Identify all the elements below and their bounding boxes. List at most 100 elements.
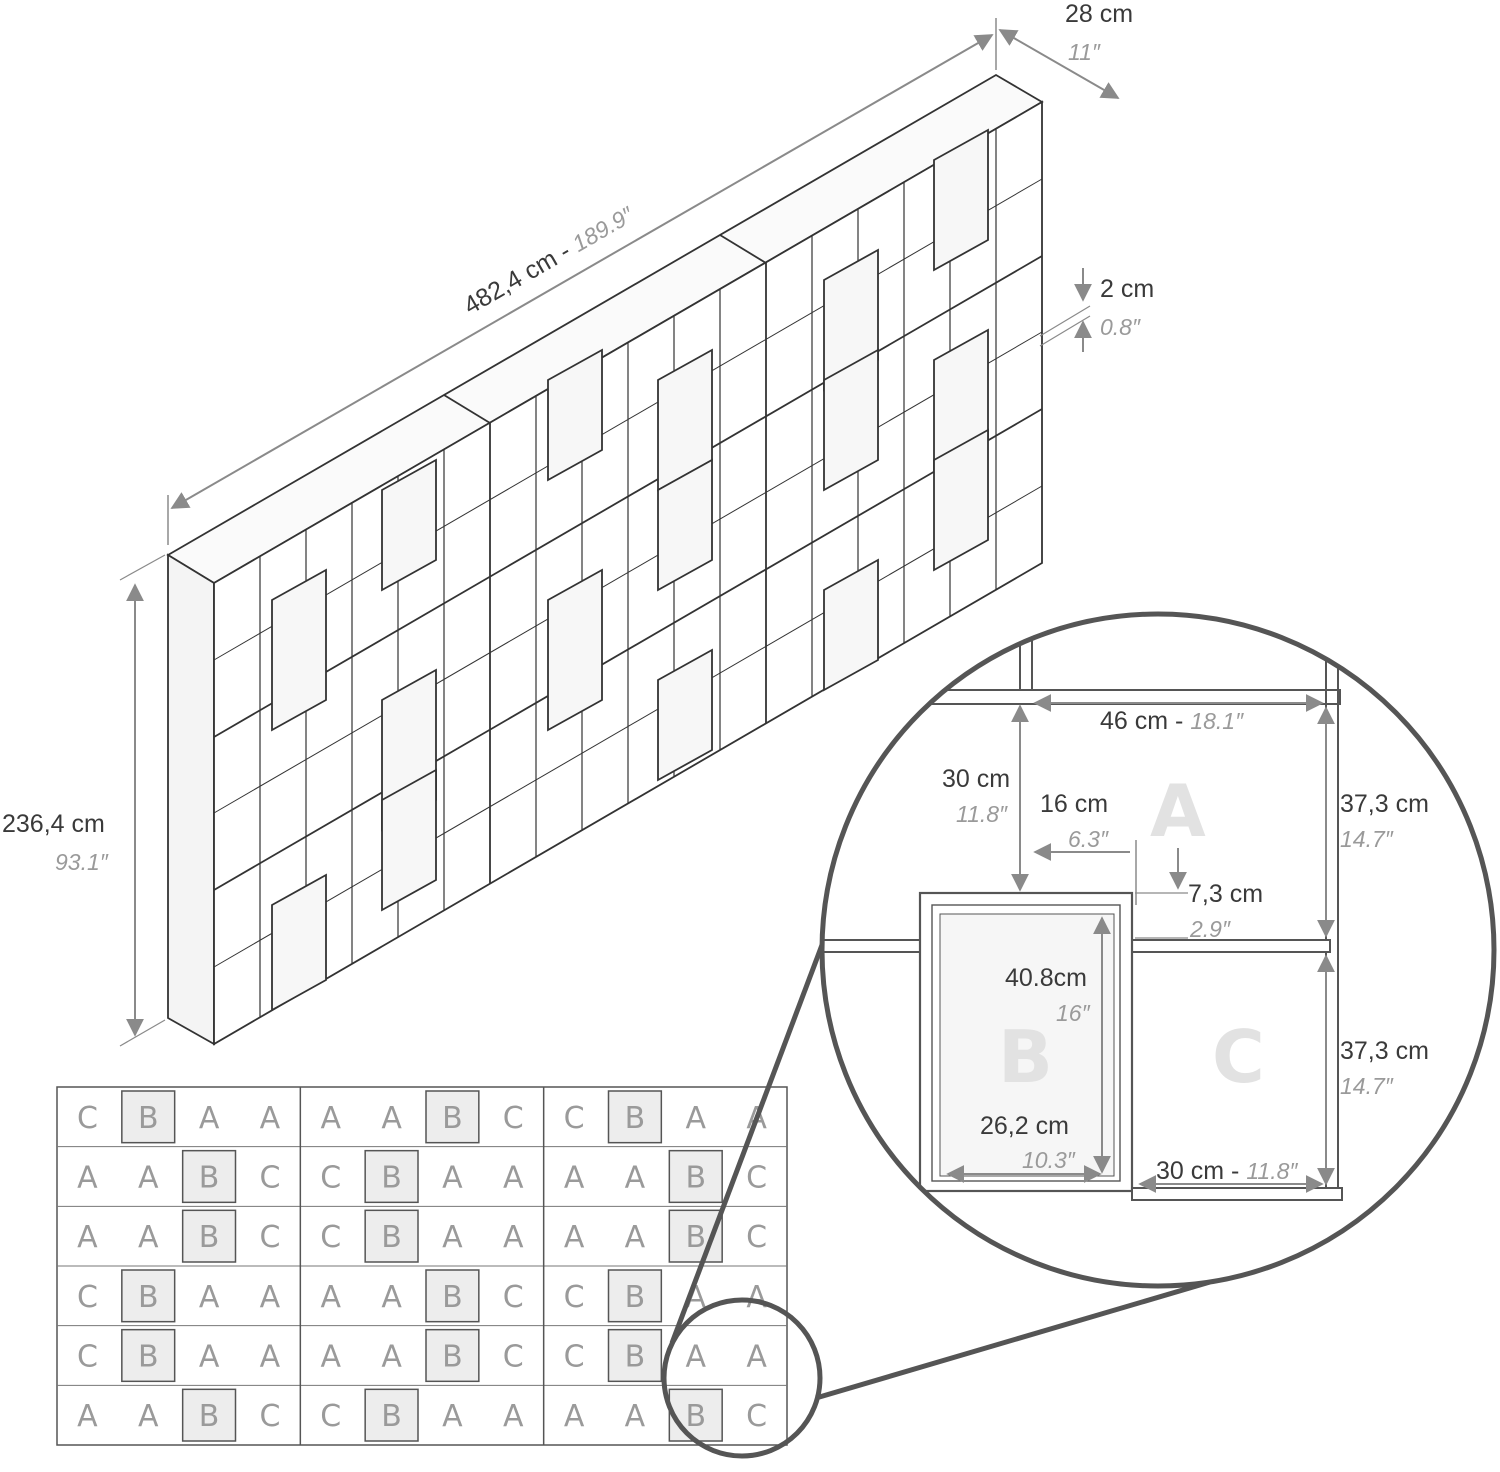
plan-cell-letter: C	[320, 1220, 341, 1255]
plan-cell-letter: C	[746, 1220, 767, 1255]
plan-cell-letter: A	[442, 1399, 463, 1434]
plan-cell-letter: A	[442, 1161, 463, 1196]
plan-cell-letter: A	[564, 1161, 585, 1196]
a-height-imperial: 11.8″	[956, 801, 1008, 827]
plan-b-box	[425, 1090, 480, 1144]
a-height-metric: 30 cm	[942, 765, 1010, 793]
plan-cell-letter: C	[77, 1280, 98, 1315]
b-width-imperial: 10.3″	[1022, 1147, 1076, 1173]
b-width-metric: 26,2 cm	[980, 1112, 1069, 1140]
plan-cell-letter: A	[746, 1340, 767, 1375]
plan-cell-letter: B	[442, 1101, 463, 1136]
plan-b-box	[121, 1090, 176, 1144]
plan-b-box	[668, 1149, 723, 1204]
plan-b-box	[668, 1388, 723, 1442]
thickness-metric: 2 cm	[1100, 275, 1154, 303]
plan-cell-letter: C	[746, 1399, 767, 1434]
depth-imperial: 11″	[1068, 39, 1101, 65]
b-offset-metric: 16 cm	[1040, 790, 1108, 818]
letter-b: B	[998, 1015, 1053, 1099]
thickness-imperial: 0.8″	[1100, 314, 1141, 340]
c-width-label: 30 cm - 11.8″	[1156, 1157, 1298, 1185]
zoom-connector	[661, 875, 1211, 1459]
plan-cell-letter: A	[260, 1340, 281, 1375]
plan-cell-letter: B	[625, 1101, 646, 1136]
plan-cell-letter: A	[625, 1220, 646, 1255]
plan-b-box	[425, 1328, 480, 1383]
plan-cell-letter: B	[442, 1340, 463, 1375]
lower-height-metric: 37,3 cm	[1340, 1037, 1429, 1065]
plan-cell-letter: A	[564, 1399, 585, 1434]
plan-cell-letter: B	[685, 1399, 706, 1434]
plan-cell-letter: A	[199, 1280, 220, 1315]
depth-dimension: 28 cm 11″	[998, 0, 1133, 99]
plan-cell-letter: B	[442, 1280, 463, 1315]
plan-cell-letter: C	[564, 1340, 585, 1375]
plan-cell-letter: C	[320, 1399, 341, 1434]
plan-cell-letter: C	[259, 1399, 280, 1434]
plan-cell-letter: B	[138, 1101, 159, 1136]
plan-cell-letter: A	[320, 1340, 341, 1375]
plan-cell-letter: A	[442, 1220, 463, 1255]
plan-cell-letter: C	[320, 1161, 341, 1196]
plan-cell-letter: A	[77, 1220, 98, 1255]
plan-cell-letter: A	[503, 1220, 524, 1255]
plan-cell-letter: A	[320, 1280, 341, 1315]
plan-cell-letter: A	[381, 1340, 402, 1375]
upper-height-imperial: 14.7″	[1340, 826, 1394, 852]
plan-cell-letter: A	[77, 1161, 98, 1196]
plan-cell-letter: B	[138, 1340, 159, 1375]
plan-b-box	[425, 1269, 480, 1323]
plan-cell-letter: C	[503, 1340, 524, 1375]
plan-cell-letter: C	[259, 1161, 280, 1196]
plan-cell-letter: A	[138, 1220, 159, 1255]
b-step-imperial: 2.9″	[1189, 916, 1231, 942]
plan-cell-letter: A	[685, 1101, 706, 1136]
plan-cell-letter: B	[685, 1220, 706, 1255]
plan-cell-letter: B	[199, 1220, 220, 1255]
plan-cell-letter: A	[381, 1101, 402, 1136]
plan-b-box	[607, 1090, 663, 1144]
plan-cell-letter: A	[625, 1161, 646, 1196]
plan-cell-letter: B	[381, 1220, 402, 1255]
plan-cell-letter: C	[77, 1340, 98, 1375]
plan-b-box	[121, 1328, 176, 1383]
plan-b-box	[364, 1149, 419, 1204]
letter-a: A	[1150, 769, 1206, 853]
height-metric: 236,4 cm	[2, 810, 105, 838]
plan-cell-letter: B	[199, 1399, 220, 1434]
plan-cell-letter: A	[320, 1101, 341, 1136]
plan-cell-letter: A	[138, 1161, 159, 1196]
b-height-metric: 40.8cm	[1005, 964, 1087, 992]
plan-cell-letter: A	[381, 1280, 402, 1315]
plan-cell-letter: B	[685, 1161, 706, 1196]
letter-c: C	[1212, 1015, 1265, 1099]
plan-cell-letter: A	[685, 1340, 706, 1375]
plan-b-box	[181, 1149, 237, 1204]
plan-cell-letter: B	[625, 1340, 646, 1375]
plan-cell-letter: C	[503, 1280, 524, 1315]
plan-cell-letter: A	[199, 1101, 220, 1136]
upper-height-metric: 37,3 cm	[1340, 790, 1429, 818]
a-width-label: 46 cm - 18.1″	[1100, 707, 1244, 735]
width-imperial: 189.9″	[568, 201, 639, 257]
width-metric: 482,4 cm	[459, 245, 562, 321]
b-step-metric: 7,3 cm	[1188, 880, 1263, 908]
plan-cell-letter: A	[746, 1280, 767, 1315]
plan-b-box	[121, 1269, 176, 1323]
b-height-imperial: 16″	[1056, 1000, 1091, 1026]
plan-cell-letter: A	[564, 1220, 585, 1255]
plan-cell-letter: B	[625, 1280, 646, 1315]
plan-b-box	[181, 1388, 237, 1442]
depth-metric: 28 cm	[1065, 0, 1133, 28]
plan-b-box	[607, 1269, 663, 1323]
lower-height-imperial: 14.7″	[1340, 1073, 1394, 1099]
plan-cell-letter: C	[77, 1101, 98, 1136]
plan-cell-letter: A	[199, 1340, 220, 1375]
b-offset-imperial: 6.3″	[1068, 826, 1109, 852]
plan-cell-letter: C	[746, 1161, 767, 1196]
plan-b-box	[607, 1328, 663, 1383]
thickness-dimension: 2 cm 0.8″	[1039, 268, 1154, 352]
detail-circle: A B C 46 cm - 18.1″ 30 cm 11.8″ 16 cm 6.…	[819, 611, 1497, 1289]
